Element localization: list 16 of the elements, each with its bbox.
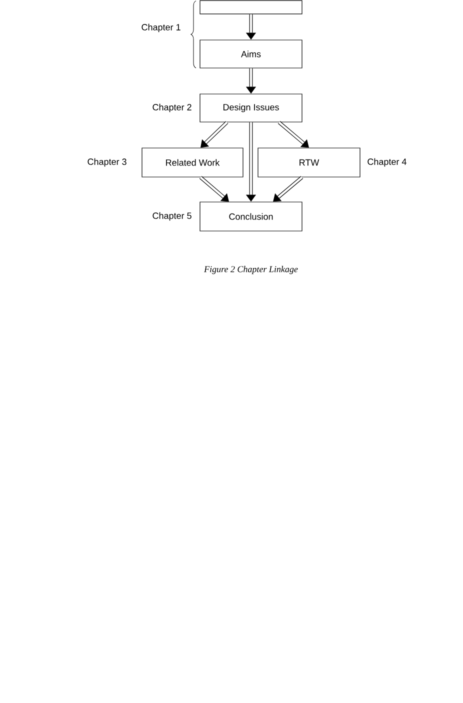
caption: Figure 2 Chapter Linkage <box>204 266 298 274</box>
chapter-box: Conclusion <box>200 202 302 232</box>
arrow <box>278 121 309 148</box>
chapter-label: Chapter 3 <box>88 158 126 167</box>
chapter-label: Chapter 2 <box>152 104 192 112</box>
arrow <box>200 121 228 148</box>
chapter-box: Aims <box>200 40 302 68</box>
chapter-label: Chapter 5 <box>152 212 192 221</box>
arrow <box>273 176 304 202</box>
chapter-label: Chapter 4 <box>368 158 406 167</box>
chapter-box: Design Issues <box>200 94 302 122</box>
chapter-box: Related Work <box>142 148 244 178</box>
box <box>200 0 302 14</box>
arrow <box>199 176 229 202</box>
chapter-box: RTW <box>258 148 360 178</box>
chapter-label: Chapter 1 <box>142 24 180 32</box>
